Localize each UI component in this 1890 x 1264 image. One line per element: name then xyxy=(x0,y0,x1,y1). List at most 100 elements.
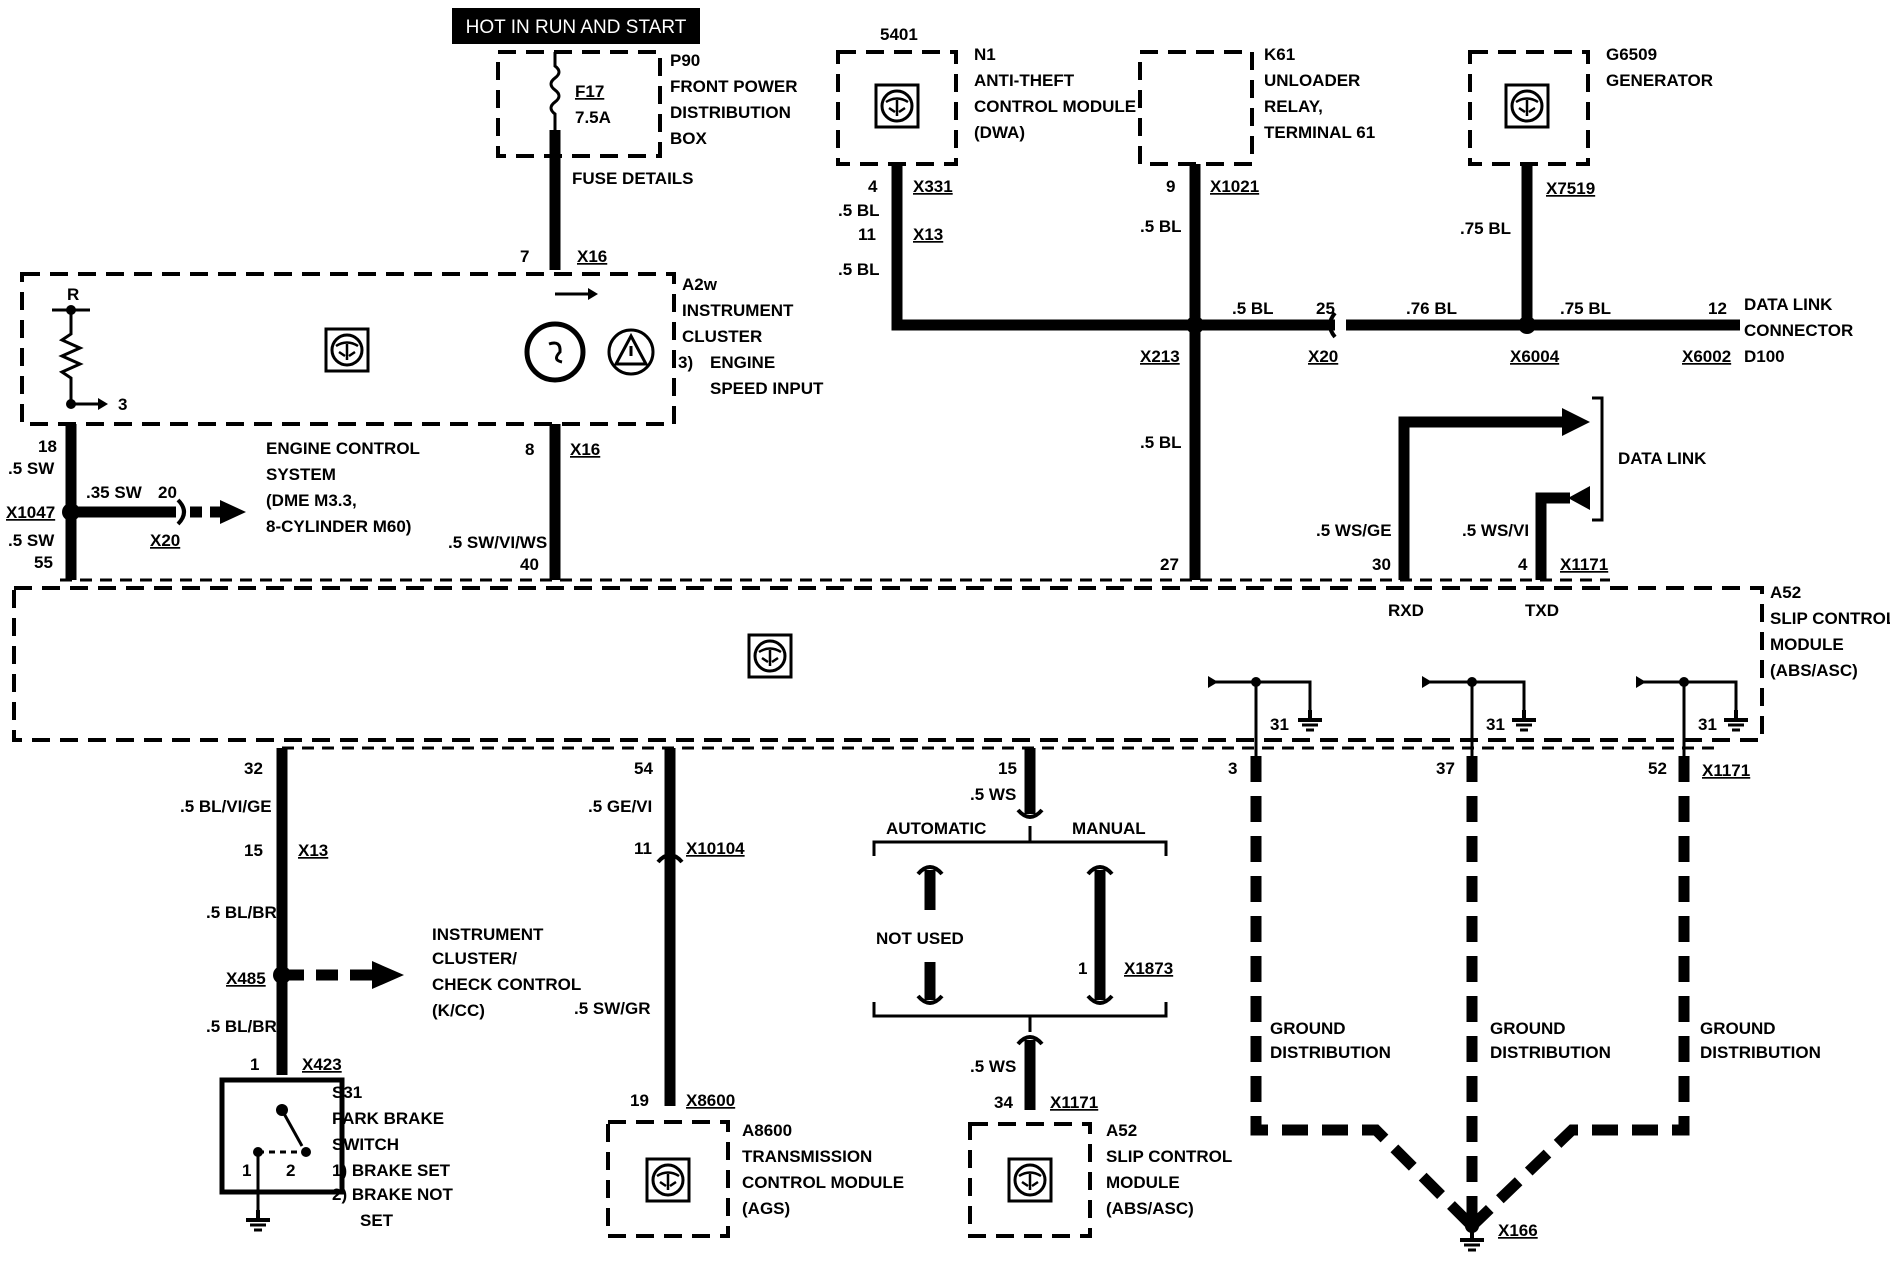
relay-k61: K61 UNLOADER RELAY, TERMINAL 61 xyxy=(1138,45,1375,166)
dlc-name-1: DATA LINK xyxy=(1744,295,1833,314)
slip2-pin-top: 15 xyxy=(998,759,1017,778)
a52-gnd-label-2: 31 xyxy=(1486,715,1505,734)
left-pin-55: 55 xyxy=(34,553,53,572)
a52-module-icon xyxy=(747,633,793,679)
a52-ground-tap-3: 31 xyxy=(1636,676,1750,760)
k61-name-1: UNLOADER xyxy=(1264,71,1360,90)
engine-name-4: 8-CYLINDER M60) xyxy=(266,517,411,536)
data-link-label: DATA LINK xyxy=(1618,449,1707,468)
ground-pin-a: 3 xyxy=(1228,759,1237,778)
module-a52-secondary: A52 SLIP CONTROL MODULE (ABS/ASC) xyxy=(968,1121,1232,1238)
cluster-name-2: CLUSTER xyxy=(682,327,762,346)
k61-conn: X1021 xyxy=(1210,177,1259,196)
park-wire-2: .5 BL/BR xyxy=(206,903,277,922)
txd-wire: .5 WS/VI xyxy=(1462,521,1529,540)
dwa-wire-2: .5 BL xyxy=(838,260,880,279)
fuse-symbol xyxy=(549,52,561,130)
ground-pin-c: 52 xyxy=(1648,759,1667,778)
fuse-box-name-3: BOX xyxy=(670,129,708,148)
fuse-rating: 7.5A xyxy=(575,108,611,127)
a52-name-2: MODULE xyxy=(1770,635,1844,654)
junction-x20: X20 xyxy=(1308,347,1338,366)
ags-wire-1: .5 GE/VI xyxy=(588,797,652,816)
ground-pin-b: 37 xyxy=(1436,759,1455,778)
module-a8600-ags: A8600 TRANSMISSION CONTROL MODULE (AGS) xyxy=(606,1120,904,1238)
k61-wire: .5 BL xyxy=(1140,217,1182,236)
kcc-name-3: CHECK CONTROL xyxy=(432,975,581,994)
cluster-fuse-conn: X16 xyxy=(577,247,607,266)
ags-pin-mid: 11 xyxy=(634,839,652,858)
k61-name-3: TERMINAL 61 xyxy=(1264,123,1375,142)
ags-id: A8600 xyxy=(742,1121,792,1140)
s31-name-1: PARK BRAKE xyxy=(332,1109,444,1128)
engine-name-3: (DME M3.3, xyxy=(266,491,357,510)
dwa-name-3: (DWA) xyxy=(974,123,1025,142)
slip2-manual: MANUAL xyxy=(1072,819,1146,838)
ags-name-2: CONTROL MODULE xyxy=(742,1173,904,1192)
dwa-num: 5401 xyxy=(880,25,918,44)
ground-label-c-1: GROUND xyxy=(1700,1019,1776,1038)
kcc-name-4: (K/CC) xyxy=(432,1001,485,1020)
gen-wire: .75 BL xyxy=(1460,219,1511,238)
dwa-name-1: ANTI-THEFT xyxy=(974,71,1075,90)
ags-pin-top: 54 xyxy=(634,759,653,778)
s31-note-3: SET xyxy=(360,1211,394,1230)
ground-label-b-1: GROUND xyxy=(1490,1019,1566,1038)
a52-id: A52 xyxy=(1770,583,1801,602)
ground-distribution: 3 37 52 X1171 GROUND DISTRIBUTION GROUND… xyxy=(1228,756,1821,1252)
ags-pin-bot: 19 xyxy=(630,1091,649,1110)
slip2-conn-man: X1873 xyxy=(1124,959,1173,978)
txd-pin: 4 xyxy=(1518,555,1528,574)
engine-pin: 20 xyxy=(158,483,177,502)
fuse-box-id: P90 xyxy=(670,51,700,70)
a52-name-1: SLIP CONTROL xyxy=(1770,609,1890,628)
left-wire-1: .5 SW xyxy=(8,459,55,478)
ground-wire-a xyxy=(1250,756,1476,1230)
slip2-auto: AUTOMATIC xyxy=(886,819,986,838)
junction-wire-mid: .76 BL xyxy=(1406,299,1457,318)
junction-pin: 25 xyxy=(1316,299,1335,318)
slip2-name-2: MODULE xyxy=(1106,1173,1180,1192)
dwa-name-2: CONTROL MODULE xyxy=(974,97,1136,116)
instrument-cluster-a2w: R 3 A2w INSTRUMENT CLUSTER 3) ENGINE SPE… xyxy=(20,272,824,426)
a52-ground-tap-2: 31 xyxy=(1422,676,1538,760)
a52-name-3: (ABS/ASC) xyxy=(1770,661,1858,680)
resistor-symbol xyxy=(58,310,84,404)
slip-control-module-a52: A52 SLIP CONTROL MODULE (ABS/ASC) 31 31 … xyxy=(12,583,1890,760)
slip2-name-3: (ABS/ASC) xyxy=(1106,1199,1194,1218)
park-wire-1: .5 BL/VI/GE xyxy=(180,797,272,816)
dwa-id: N1 xyxy=(974,45,996,64)
header-text: HOT IN RUN AND START xyxy=(466,17,687,38)
junction-down-pin: 27 xyxy=(1160,555,1179,574)
ground-conn: X1171 xyxy=(1702,761,1750,780)
cluster-id: A2w xyxy=(682,275,718,294)
a52-gnd-label-1: 31 xyxy=(1270,715,1289,734)
switch-pin-2: 2 xyxy=(286,1161,295,1180)
ground-label-a-1: GROUND xyxy=(1270,1019,1346,1038)
cluster-mid-pin: 40 xyxy=(520,555,539,574)
a52-gnd-label-3: 31 xyxy=(1698,715,1717,734)
park-wire-3: .5 BL/BR xyxy=(206,1017,277,1036)
junction-pin-dlc: 12 xyxy=(1708,299,1727,318)
wire-txd xyxy=(1535,492,1570,580)
dwa-wire-1: .5 BL xyxy=(838,201,880,220)
cluster-fuse-pin: 7 xyxy=(520,247,529,266)
junction-down-wire: .5 BL xyxy=(1140,433,1182,452)
slip2-conn-bot: X1171 xyxy=(1050,1093,1098,1112)
junction-x6002: X6002 xyxy=(1682,347,1731,366)
cluster-out-pin: 8 xyxy=(525,440,534,459)
data-link-bracket xyxy=(1592,396,1604,522)
park-pin-sw: 1 xyxy=(250,1055,259,1074)
dlc-name-3: D100 xyxy=(1744,347,1785,366)
park-brake-switch-s31: 1 2 S31 PARK BRAKE SWITCH 1) BRAKE SET 2… xyxy=(219,1077,454,1232)
slip2-pin-man: 1 xyxy=(1078,959,1087,978)
rxd-pin: 30 xyxy=(1372,555,1391,574)
s31-id: S31 xyxy=(332,1083,362,1102)
ags-wire-2: .5 SW/GR xyxy=(574,999,651,1018)
s31-note-1: 1) BRAKE SET xyxy=(332,1161,451,1180)
module-n1-dwa: 5401 N1 ANTI-THEFT CONTROL MODULE (DWA) xyxy=(836,25,1136,166)
option-bracket-top xyxy=(872,840,1168,856)
fuse-box-name-2: DISTRIBUTION xyxy=(670,103,791,122)
cluster-note-1: ENGINE xyxy=(710,353,775,372)
